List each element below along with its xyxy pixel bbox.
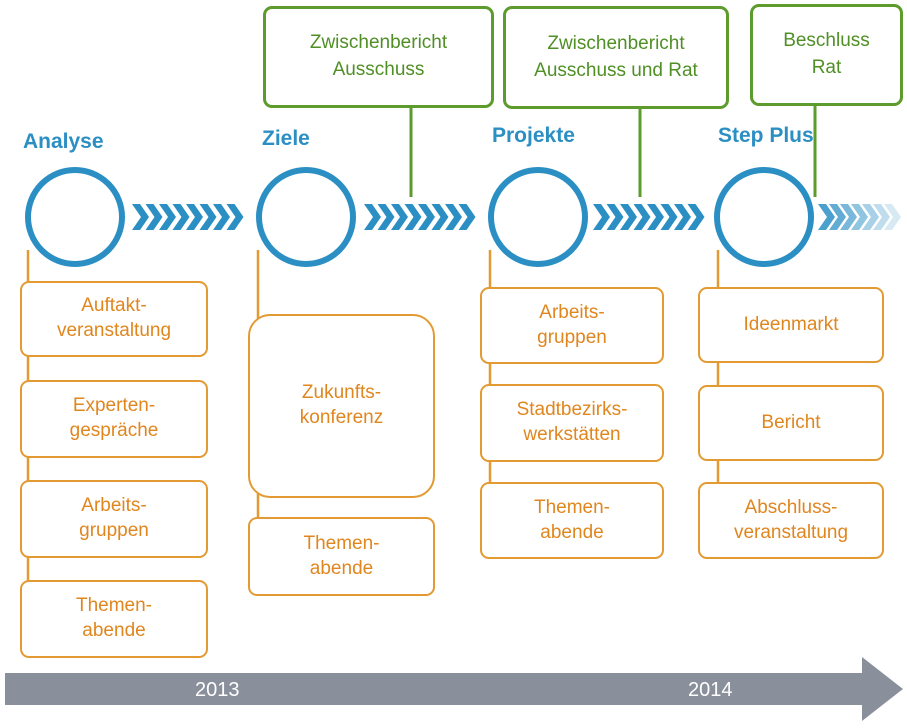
phase-title-step-plus: Step Plus bbox=[718, 124, 814, 147]
chevron-icon bbox=[391, 204, 408, 230]
activity-line: abende bbox=[540, 521, 604, 543]
timeline-year-label: 2013 bbox=[195, 679, 240, 701]
chevron-icon bbox=[829, 204, 846, 230]
chevron-icon bbox=[620, 204, 637, 230]
chevrons-analyse-ziele bbox=[132, 204, 244, 230]
activity-line: veranstaltung bbox=[56, 320, 172, 341]
chevron-icon bbox=[404, 204, 422, 230]
milestone-line: Ausschuss bbox=[332, 59, 425, 80]
activity-line: konferenz bbox=[299, 407, 384, 428]
activity-box: Arbeits- gruppen bbox=[20, 480, 208, 558]
chevron-icon bbox=[159, 204, 176, 230]
chevron-icon bbox=[687, 204, 705, 230]
activity-line: Ideenmarkt bbox=[743, 313, 839, 335]
milestone-line: Ausschuss und Rat bbox=[534, 59, 698, 81]
phase-circle-ziele bbox=[256, 167, 356, 267]
chevron-icon bbox=[674, 204, 691, 230]
chevron-icon bbox=[818, 204, 835, 230]
chevron-icon bbox=[199, 204, 217, 230]
activity-line: abende bbox=[309, 557, 374, 579]
activity-line: Experten- bbox=[72, 395, 156, 417]
chevron-icon bbox=[145, 204, 163, 230]
chevron-icon bbox=[862, 204, 879, 230]
activity-box: Ideenmarkt bbox=[698, 287, 884, 363]
activity-box: Experten- gespräche bbox=[20, 380, 208, 458]
activity-box: Stadtbezirks- werkstätten bbox=[480, 384, 664, 462]
activity-box: Themen- abende bbox=[480, 482, 664, 559]
timeline-arrow bbox=[5, 657, 903, 721]
phase-title-ziele: Ziele bbox=[262, 127, 310, 150]
activity-line: Zukunfts- bbox=[301, 382, 382, 404]
milestone-line: Beschluss bbox=[783, 30, 870, 52]
milestone-connectors bbox=[409, 106, 817, 197]
chevron-icon bbox=[458, 204, 476, 230]
chevrons-projekte-step-plus bbox=[593, 204, 705, 230]
phase-title-analyse: Analyse bbox=[23, 130, 104, 153]
activity-line: gruppen bbox=[537, 326, 607, 348]
chevron-icon bbox=[431, 204, 449, 230]
chevron-icon bbox=[647, 204, 664, 230]
chevron-icon bbox=[445, 204, 462, 230]
chevron-icon bbox=[172, 204, 190, 230]
activity-line: gruppen bbox=[79, 520, 149, 541]
chevron-icon bbox=[633, 204, 651, 230]
activity-line: Themen- bbox=[533, 496, 611, 518]
activity-box: Auftakt- veranstaltung bbox=[20, 281, 208, 357]
milestone-box: Zwischenbericht Ausschuss bbox=[263, 6, 494, 108]
chevron-icon bbox=[377, 204, 395, 230]
activity-box: Themen- abende bbox=[248, 517, 435, 596]
chevrons-ziele-projekte bbox=[364, 204, 476, 230]
activity-line: werkstätten bbox=[523, 424, 621, 445]
activity-line: Themen- bbox=[303, 532, 380, 554]
activity-line: Bericht bbox=[761, 411, 821, 433]
phase-circle-analyse bbox=[25, 167, 125, 267]
chevron-icon bbox=[660, 204, 678, 230]
activity-box: Themen- abende bbox=[20, 580, 208, 658]
activity-box: Abschluss- veranstaltung bbox=[698, 482, 884, 559]
activity-line: abende bbox=[82, 620, 146, 641]
chevron-icon bbox=[873, 204, 890, 230]
chevron-icon bbox=[186, 204, 203, 230]
activity-line: Auftakt- bbox=[81, 295, 147, 317]
activity-line: Arbeits- bbox=[81, 495, 147, 517]
milestone-box: Beschluss Rat bbox=[750, 4, 903, 106]
chevron-icon bbox=[840, 204, 857, 230]
activity-line: Abschluss- bbox=[744, 496, 838, 518]
activity-box: Zukunfts- konferenz bbox=[248, 314, 435, 498]
activity-line: gespräche bbox=[69, 420, 159, 441]
activity-line: Stadtbezirks- bbox=[516, 399, 628, 421]
activity-line: Arbeits- bbox=[539, 301, 605, 323]
activity-line: Themen- bbox=[75, 595, 153, 617]
activity-line: veranstaltung bbox=[733, 521, 849, 543]
milestone-line: Rat bbox=[811, 57, 842, 78]
milestone-line: Zwischenbericht bbox=[547, 32, 685, 54]
chevron-icon bbox=[132, 204, 149, 230]
chevron-icon bbox=[884, 204, 901, 230]
chevron-icon bbox=[418, 204, 435, 230]
chevron-icon bbox=[226, 204, 244, 230]
activity-box: Arbeits- gruppen bbox=[480, 287, 664, 364]
milestone-line: Zwischenbericht bbox=[309, 32, 448, 54]
activity-box: Bericht bbox=[698, 385, 884, 461]
chevron-icon bbox=[213, 204, 230, 230]
phase-circle-projekte bbox=[488, 167, 588, 267]
chevrons-step-plus-fade bbox=[818, 204, 901, 230]
chevron-icon bbox=[593, 204, 610, 230]
phase-circle-step-plus bbox=[714, 167, 814, 267]
phase-title-projekte: Projekte bbox=[492, 124, 575, 147]
milestone-box: Zwischenbericht Ausschuss und Rat bbox=[503, 6, 729, 109]
chevron-icon bbox=[364, 204, 381, 230]
chevron-icon bbox=[851, 204, 868, 230]
timeline-year-label: 2014 bbox=[688, 679, 733, 701]
chevron-icon bbox=[606, 204, 624, 230]
